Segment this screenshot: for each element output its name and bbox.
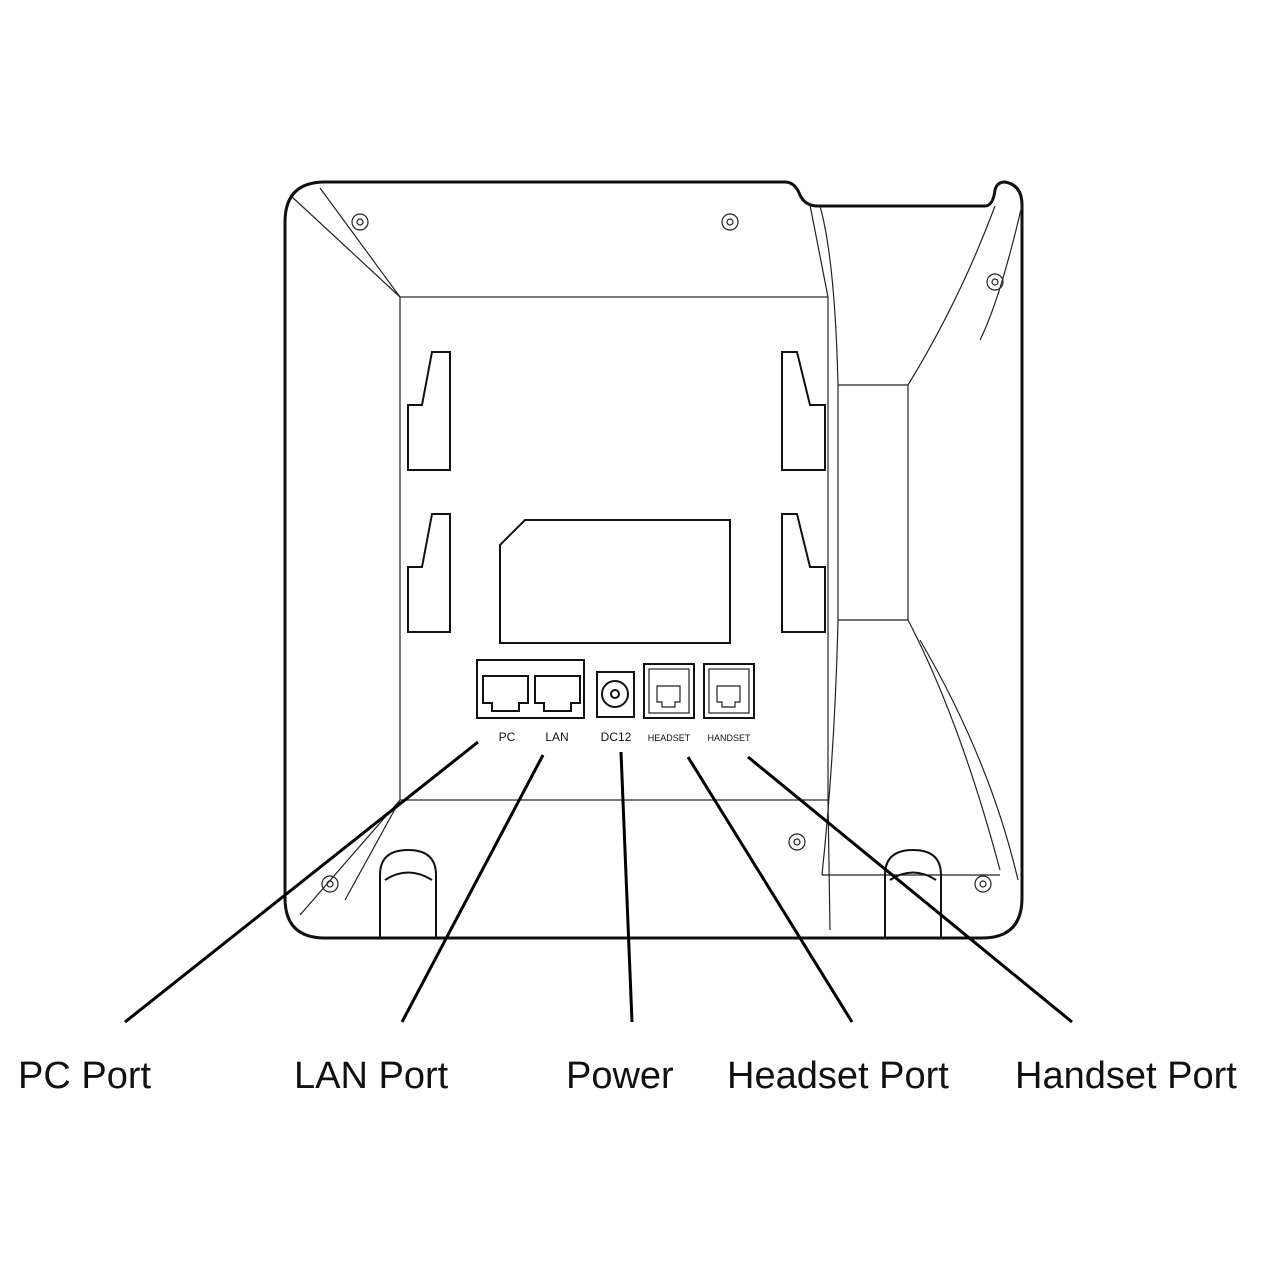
ports [476, 659, 755, 719]
wall-mount-hooks [407, 351, 826, 633]
handset-port-label: HANDSET [707, 733, 751, 743]
headset-port-callout: Headset Port [727, 1055, 949, 1097]
pc-port-callout: PC Port [18, 1055, 152, 1097]
headset-leader-line [686, 756, 854, 1023]
power-callout: Power [566, 1055, 674, 1097]
headset-port-label: HEADSET [648, 733, 691, 743]
feet [379, 848, 942, 938]
lan-leader-line [400, 754, 545, 1023]
handset-cradle [819, 204, 1023, 881]
inner-panel [399, 296, 829, 801]
lan-port-callout: LAN Port [294, 1055, 449, 1097]
pc-leader-line [124, 740, 479, 1024]
phone-body-outline [283, 180, 1024, 940]
power-leader-line [619, 751, 634, 1023]
label-area [499, 519, 731, 644]
dc-port-label: DC12 [601, 730, 632, 744]
lan-port [534, 675, 581, 712]
handset-port [703, 663, 755, 719]
handset-port-callout: Handset Port [1015, 1055, 1237, 1097]
lan-port-label: LAN [545, 730, 568, 744]
pc-port-label: PC [499, 730, 516, 744]
headset-port [643, 663, 695, 719]
handset-leader-line [747, 755, 1073, 1024]
power-port [596, 671, 635, 718]
pc-port [482, 675, 529, 712]
screw-icons [321, 213, 1004, 893]
